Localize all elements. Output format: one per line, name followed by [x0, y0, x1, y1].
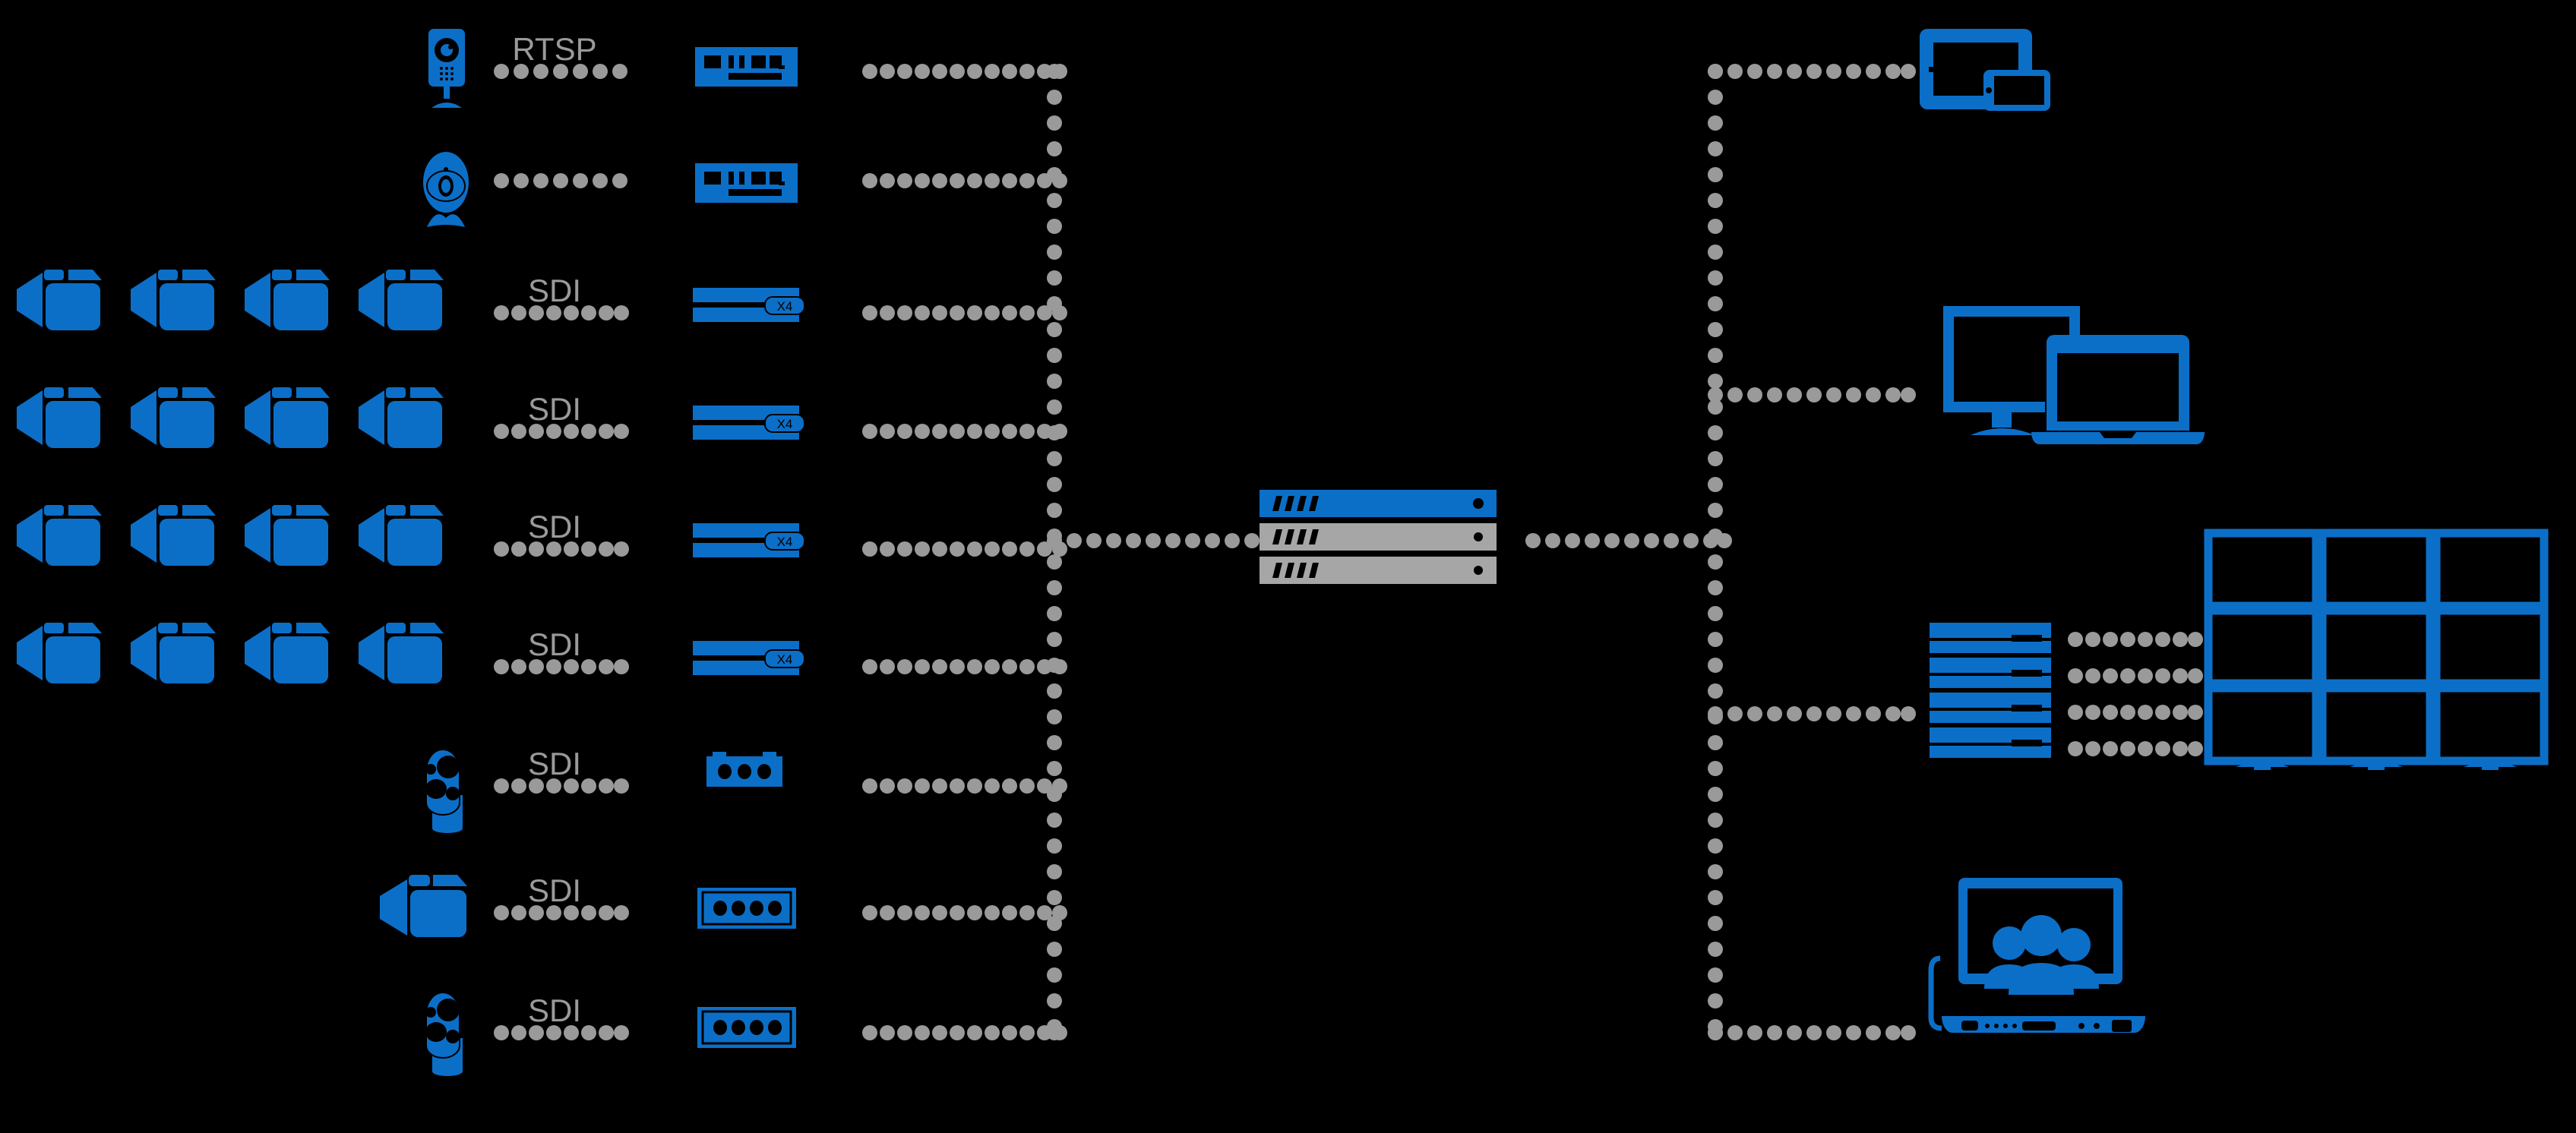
svg-text:X4: X4 [777, 417, 793, 431]
video-wall-display [2432, 606, 2549, 691]
camcorder-icon [359, 623, 457, 691]
video-wall-controller-icon[interactable] [1930, 623, 2051, 758]
camcorder-icon [17, 623, 115, 691]
monitor-and-laptop-icon [1920, 300, 2224, 459]
protocol-label-sdi-3: SDI [527, 273, 581, 308]
webcam-icon [416, 148, 476, 232]
four-port-converter-icon-8 [697, 885, 796, 932]
camcorder-icon [359, 505, 457, 573]
tablet-and-phone-icon [1918, 29, 2055, 112]
encoder-badge-text: X4 [777, 299, 793, 314]
camcorder-icon [245, 505, 343, 573]
controller-unit [1930, 658, 2051, 688]
protocol-label-sdi-9: SDI [527, 993, 581, 1028]
sdi-encoder-icon-4: X4 [693, 402, 805, 447]
four-port-converter-icon-9 [697, 1004, 796, 1051]
distribution-bus-trunk [1708, 64, 1723, 1043]
svg-text:X4: X4 [777, 535, 793, 549]
protocol-label-sdi-7: SDI [527, 746, 581, 781]
camcorder-icon [17, 270, 115, 338]
sdi-encoder-icon-3: X4 [693, 285, 805, 329]
camcorder-icon [17, 387, 115, 456]
sdi-encoder-icon-5: X4 [693, 520, 805, 564]
ingest-bus-trunk [1047, 64, 1062, 1043]
camcorder-icon [131, 387, 229, 456]
network-encoder-icon-2 [695, 163, 798, 203]
server-rack[interactable] [1260, 490, 1497, 596]
video-wall-display [2318, 529, 2435, 614]
server-unit-active [1260, 490, 1497, 517]
ip-camera-icon [418, 29, 476, 112]
network-encoder-icon-1 [695, 47, 798, 87]
video-wall-display [2318, 683, 2435, 770]
camcorder-icon [131, 623, 229, 691]
server-unit-2 [1260, 523, 1497, 551]
camcorder-icon [17, 505, 115, 573]
camcorder-icon [131, 505, 229, 573]
protocol-label-sdi-4: SDI [527, 391, 581, 427]
video-conference-system-icon [1928, 873, 2157, 1056]
server-unit-3 [1260, 557, 1497, 584]
camcorder-icon [245, 270, 343, 338]
video-wall-display [2318, 606, 2435, 691]
protocol-label-sdi-8: SDI [527, 873, 581, 908]
camcorder-icon [359, 270, 457, 338]
protocol-label-sdi-5: SDI [527, 509, 581, 544]
protocol-label-rtsp: RTSP [512, 31, 597, 67]
three-port-converter-icon [706, 752, 782, 791]
sdi-encoder-icon-6: X4 [693, 638, 805, 682]
camcorder-icon [359, 387, 457, 456]
video-wall-display [2432, 683, 2549, 770]
controller-unit [1930, 693, 2051, 723]
video-wall-display [2204, 529, 2321, 614]
controller-unit [1930, 727, 2051, 758]
controller-unit [1930, 623, 2051, 653]
ptz-dome-camera-icon [414, 991, 475, 1076]
video-wall-display [2204, 606, 2321, 691]
video-wall-display [2204, 683, 2321, 770]
ptz-dome-camera-icon [414, 748, 475, 833]
camcorder-icon [245, 623, 343, 691]
camcorder-icon [380, 875, 479, 945]
camcorder-icon [245, 387, 343, 456]
video-wall-display [2432, 529, 2549, 614]
video-wall-display-grid[interactable] [2204, 529, 2549, 770]
svg-text:X4: X4 [777, 652, 793, 667]
camcorder-icon [131, 270, 229, 338]
protocol-label-sdi-6: SDI [527, 626, 581, 662]
